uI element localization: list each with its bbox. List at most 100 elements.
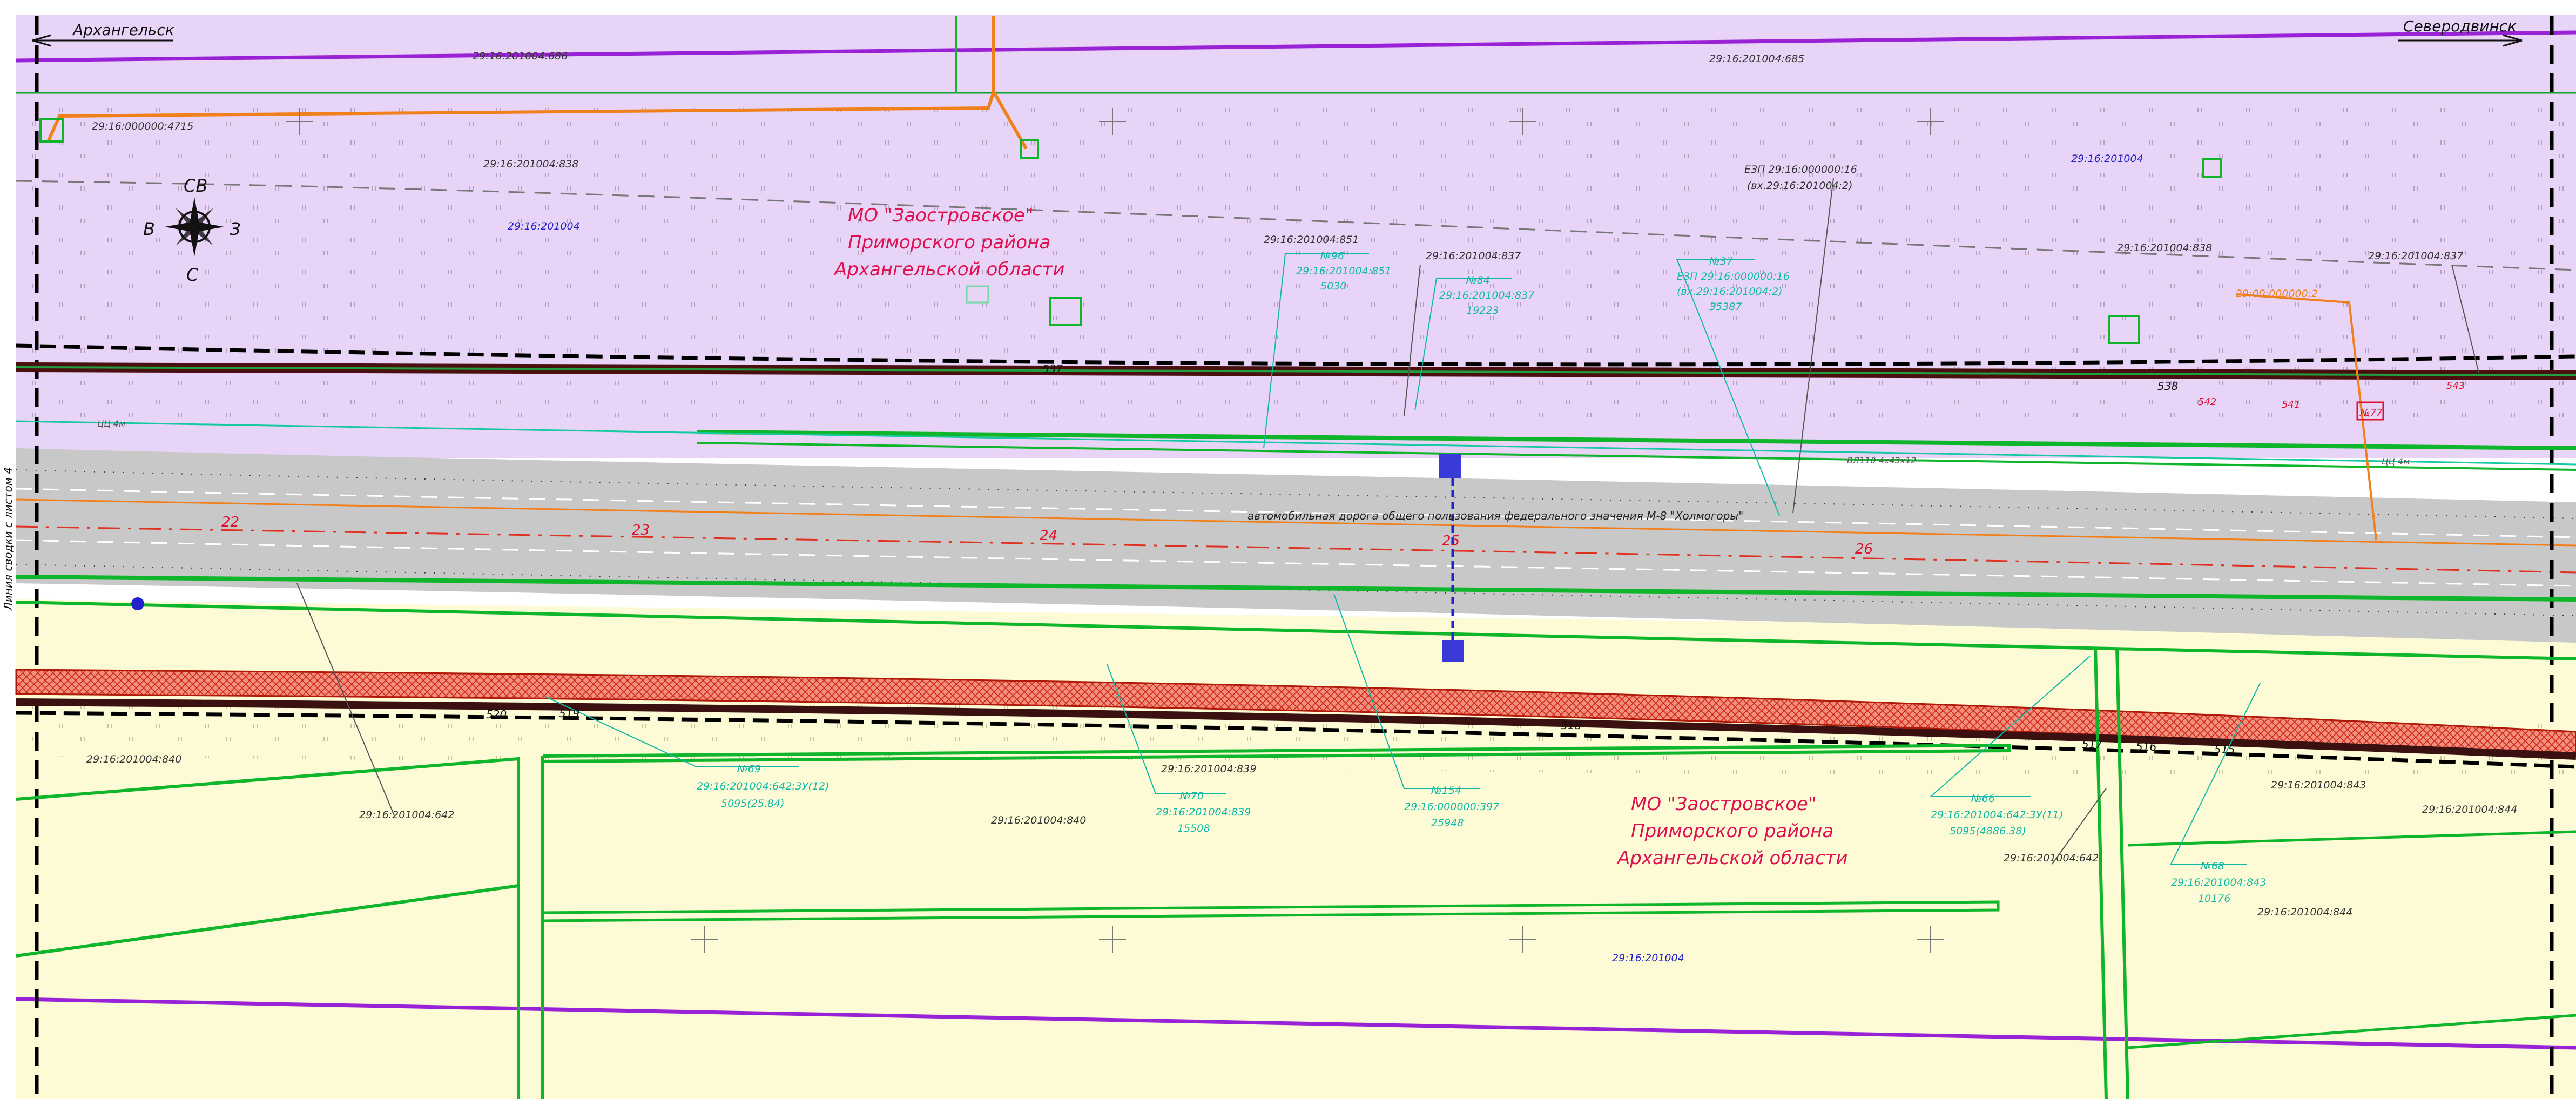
green-parcel [955,16,2096,670]
small-notes: ЦЦ 4м ЦЦ 4м ВЛ110 4x43x12 [97,419,2410,467]
svg-text:ЕЗП 29:16:000000:16: ЕЗП 29:16:000000:16 [1744,164,1857,176]
svg-text:29:16:201004:642:3У(12): 29:16:201004:642:3У(12) [697,780,829,792]
svg-text:29:16:201004:840: 29:16:201004:840 [991,814,1086,826]
svg-text:29:16:201004:840: 29:16:201004:840 [86,753,181,765]
svg-text:518: 518 [1561,719,1581,732]
north-pipeline [16,362,2576,381]
green-marker [1049,297,1082,326]
svg-text:29:16:201004:686: 29:16:201004:686 [473,50,568,62]
gray-leaders [296,178,2479,865]
svg-text:517: 517 [2082,738,2102,751]
green-marker [39,118,64,143]
svg-text:29:16:201004:844: 29:16:201004:844 [2257,906,2352,918]
svg-text:35387: 35387 [1709,301,1742,313]
municipality-north-label: МО "Заостровское" Приморского района Арх… [833,205,1064,280]
svg-text:5095(25.84): 5095(25.84) [721,798,785,810]
point-numbers-red: 541 542 543 [2198,380,2465,410]
compass-west-letter: В [143,219,155,239]
svg-text:542: 542 [2198,396,2216,408]
svg-text:5030: 5030 [1320,280,1346,292]
svg-text:29:16:201004:642: 29:16:201004:642 [359,809,454,821]
svg-text:(вх.29:16:201004:2): (вх.29:16:201004:2) [1747,180,1852,192]
road-lane-line [16,488,2576,538]
green-parcel [541,743,2011,1099]
svg-text:ЕЗП 29:16:000000:16: ЕЗП 29:16:000000:16 [1677,271,1790,282]
svg-text:29:16:201004:839: 29:16:201004:839 [1156,806,1251,818]
svg-text:29:16:201004:843: 29:16:201004:843 [2271,779,2366,791]
svg-text:538: 538 [2157,380,2178,393]
svg-text:МО "Заостровское": МО "Заостровское" [1631,793,1817,815]
svg-text:Архангельской области: Архангельской области [1616,847,1847,869]
compass-rose [165,197,224,257]
svg-text:29:16:201004:851: 29:16:201004:851 [1264,234,1359,246]
svg-text:Приморского района: Приморского района [1631,820,1833,842]
svg-text:Приморского района: Приморского района [848,232,1050,253]
green-marker [966,285,989,304]
east-city-label: Северодвинск [2403,17,2517,35]
svg-text:29:16:201004:685: 29:16:201004:685 [1709,53,1804,65]
south-pipeline-corridor [15,669,2576,757]
svg-text:№84: №84 [1466,274,1490,286]
svg-text:29:16:201004:838: 29:16:201004:838 [483,158,578,170]
svg-text:520: 520 [486,708,507,721]
svg-text:15508: 15508 [1177,822,1210,834]
svg-text:№70: №70 [1179,790,1204,802]
zone-boundary-dashed [16,711,2576,769]
svg-text:МО "Заостровское": МО "Заостровское" [848,205,1034,226]
callout-leaders [545,253,2261,865]
svg-text:29:16:201004:851: 29:16:201004:851 [1296,265,1391,277]
svg-text:29:16:201004:642: 29:16:201004:642 [2004,852,2099,864]
svg-text:29:16:201004:837: 29:16:201004:837 [2368,250,2463,262]
orange-cable-line [992,91,1028,150]
zone-boundary-dashed [16,343,2576,367]
svg-text:24: 24 [1040,528,1057,544]
svg-text:29:00:000000:2: 29:00:000000:2 [2236,288,2318,300]
svg-text:541: 541 [2282,399,2300,410]
green-row-line [696,442,2576,471]
svg-text:29:16:201004:844: 29:16:201004:844 [2422,804,2517,815]
callout-154: №154 29:16:000000:397 25948 [1404,785,1499,829]
west-city-label: Архангельск [72,21,174,39]
grid-crosshairs [286,108,1944,953]
svg-text:29:16:201004:838: 29:16:201004:838 [2117,242,2212,254]
blue-well-marker [131,597,144,610]
svg-text:ЦЦ 4м: ЦЦ 4м [97,419,125,429]
green-parcel [16,757,520,1099]
kilometer-marks: 22 23 24 25 26 [221,514,1873,557]
svg-text:19223: 19223 [1466,305,1499,316]
svg-text:29:16:201004:642:3У(11): 29:16:201004:642:3У(11) [1931,809,2063,821]
svg-text:29:16:201004:837: 29:16:201004:837 [1439,289,1534,301]
municipality-south-label: МО "Заостровское" Приморского района Арх… [1616,793,1847,869]
svg-text:519: 519 [559,707,579,720]
svg-text:29:16:201004:843: 29:16:201004:843 [2171,876,2266,888]
block-labels: 29:16:201004 29:16:201004 29:16:201004 [508,153,2143,964]
svg-text:25: 25 [1442,533,1460,549]
callout-68: №68 29:16:201004:843 10176 [2171,860,2266,905]
svg-text:29:16:000000:397: 29:16:000000:397 [1404,801,1499,813]
plot-callouts: №96 29:16:201004:851 5030 №84 29:16:2010… [697,250,2266,905]
callout-84: №84 29:16:201004:837 19223 [1439,274,1534,316]
purple-boundary-south [16,997,2576,1050]
compass-north-letter: СВ [184,176,207,196]
gray-dashed-line [16,180,2576,271]
svg-text:516: 516 [2136,740,2156,753]
svg-text:Архангельской области: Архангельской области [833,259,1064,280]
road-lane-line [16,539,2576,587]
green-marker [2108,315,2140,344]
green-parcel [2127,830,2576,1049]
green-marker [2202,158,2222,178]
svg-text:29:16:201004: 29:16:201004 [508,220,580,232]
svg-text:ВЛ110 4x43x12: ВЛ110 4x43x12 [1847,455,1916,466]
svg-text:№69: №69 [737,763,761,775]
svg-text:№96: №96 [1320,250,1344,262]
svg-text:22: 22 [221,514,239,530]
callout-70: №70 29:16:201004:839 15508 [1156,790,1251,834]
west-arrow-icon [32,34,173,47]
svg-text:29:16:201004:837: 29:16:201004:837 [1426,250,1521,262]
point-numbers: 537 538 520 519 518 517 516 515 [486,362,2235,756]
compass-south-letter: С [186,265,199,285]
point-box-border [2356,401,2384,421]
svg-text:5095(4886.38): 5095(4886.38) [1950,825,2026,837]
svg-text:537: 537 [1042,362,1063,375]
